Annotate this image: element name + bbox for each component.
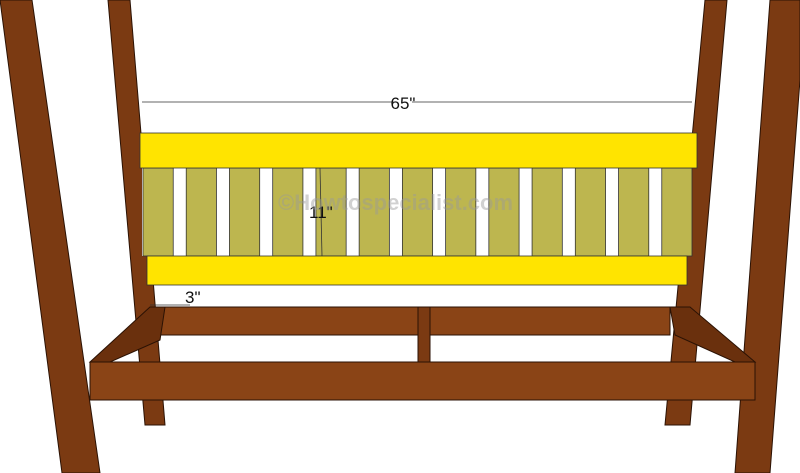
backrest-slat: [185, 167, 217, 257]
seat-back-beam: [159, 306, 671, 336]
backrest-slat: [401, 167, 434, 257]
backrest-slat: [445, 167, 477, 257]
backrest-slat: [661, 167, 693, 257]
backrest-slat: [488, 167, 520, 257]
width-label: 65": [391, 94, 416, 113]
height-dimension-line: [319, 167, 323, 257]
right-outer-post: [734, 0, 800, 473]
watermark: ©Howtospecialist.com: [278, 190, 513, 215]
seat-middle-support: [417, 306, 431, 363]
backrest-slat: [574, 167, 606, 257]
backrest-slat: [618, 167, 650, 257]
bottom-rail: [146, 255, 688, 286]
backrest-slat: [229, 167, 261, 257]
backrest-slat: [531, 167, 563, 257]
backrest-slat: [272, 167, 304, 257]
height-label: 11": [309, 203, 333, 222]
backrest-slat: [142, 167, 174, 257]
rail-label: 3": [185, 288, 201, 307]
seat-front-beam: [89, 361, 756, 401]
left-outer-post: [0, 0, 101, 473]
top-rail: [139, 132, 698, 169]
